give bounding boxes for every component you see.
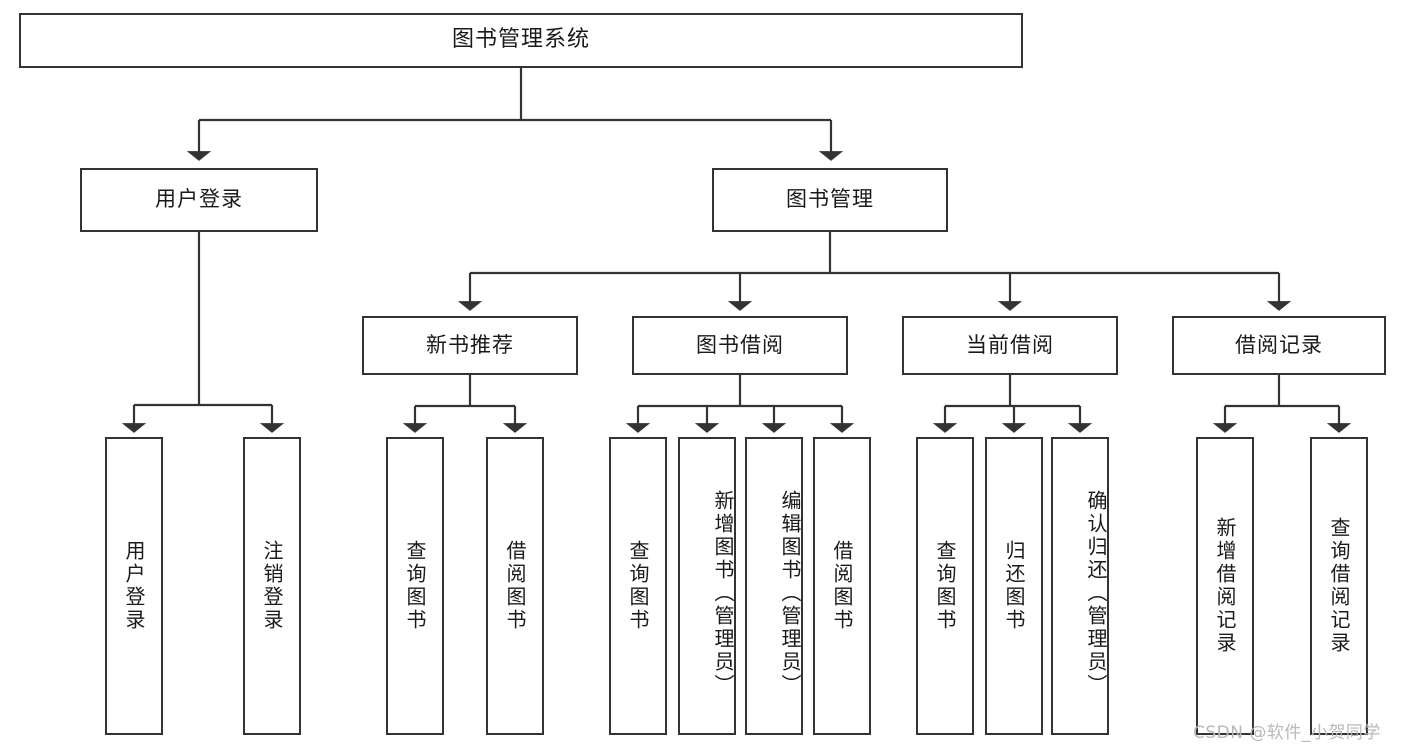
leaf-borrow-add-book-admin[interactable]: 新增图书（管理员） — [678, 437, 736, 735]
node-book-borrow[interactable]: 图书借阅 — [632, 316, 848, 375]
watermark-text: CSDN @软件_小贺同学 — [1193, 723, 1381, 743]
leaf-user-logout[interactable]: 注销登录 — [243, 437, 301, 735]
node-root[interactable]: 图书管理系统 — [19, 13, 1023, 68]
leaf-record-add-borrow-record[interactable]: 新增借阅记录 — [1196, 437, 1254, 735]
leaf-current-confirm-return-admin[interactable]: 确认归还（管理员） — [1051, 437, 1109, 735]
leaf-borrow-query-book[interactable]: 查询图书 — [609, 437, 667, 735]
node-user-login[interactable]: 用户登录 — [80, 168, 318, 232]
leaf-record-query-borrow-record[interactable]: 查询借阅记录 — [1310, 437, 1368, 735]
node-borrow-record[interactable]: 借阅记录 — [1172, 316, 1386, 375]
leaf-user-login[interactable]: 用户登录 — [105, 437, 163, 735]
leaf-current-query-book[interactable]: 查询图书 — [916, 437, 974, 735]
leaf-current-return-book[interactable]: 归还图书 — [985, 437, 1043, 735]
leaf-recommend-query-book[interactable]: 查询图书 — [386, 437, 444, 735]
node-current-borrow[interactable]: 当前借阅 — [902, 316, 1118, 375]
leaf-borrow-edit-book-admin[interactable]: 编辑图书（管理员） — [745, 437, 803, 735]
leaf-recommend-borrow-book[interactable]: 借阅图书 — [486, 437, 544, 735]
node-book-management[interactable]: 图书管理 — [712, 168, 948, 232]
leaf-borrow-borrow-book[interactable]: 借阅图书 — [813, 437, 871, 735]
node-new-book-recommend[interactable]: 新书推荐 — [362, 316, 578, 375]
